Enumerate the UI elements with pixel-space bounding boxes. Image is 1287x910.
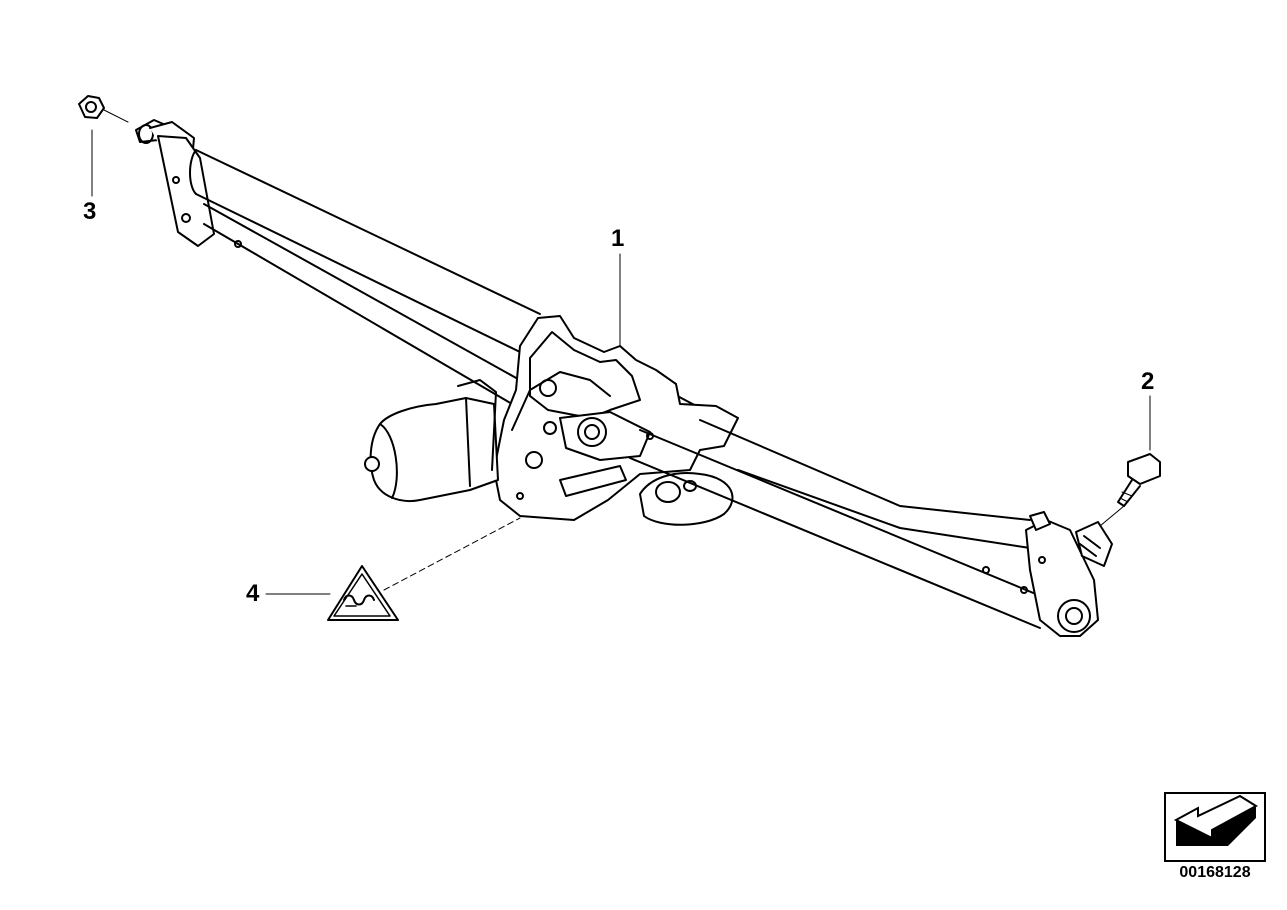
left-pivot <box>135 119 215 247</box>
hex-nut <box>78 95 129 123</box>
callout-part-4: 4 <box>246 580 260 607</box>
right-link-rod <box>629 419 1061 629</box>
bolt <box>1099 453 1161 527</box>
wiper-motor <box>364 379 499 502</box>
crank-arm <box>559 411 654 461</box>
callout-part-1: 1 <box>611 225 625 252</box>
right-pivot <box>1025 511 1113 637</box>
left-link-rod <box>203 203 571 433</box>
callout-part-2: 2 <box>1141 368 1155 395</box>
callout-part-3: 3 <box>83 198 97 225</box>
leader-lines <box>91 129 1151 595</box>
warning-triangle-icon <box>327 565 399 621</box>
orientation-arrow-icon <box>1164 792 1266 862</box>
document-number: 00168128 <box>1179 864 1251 881</box>
